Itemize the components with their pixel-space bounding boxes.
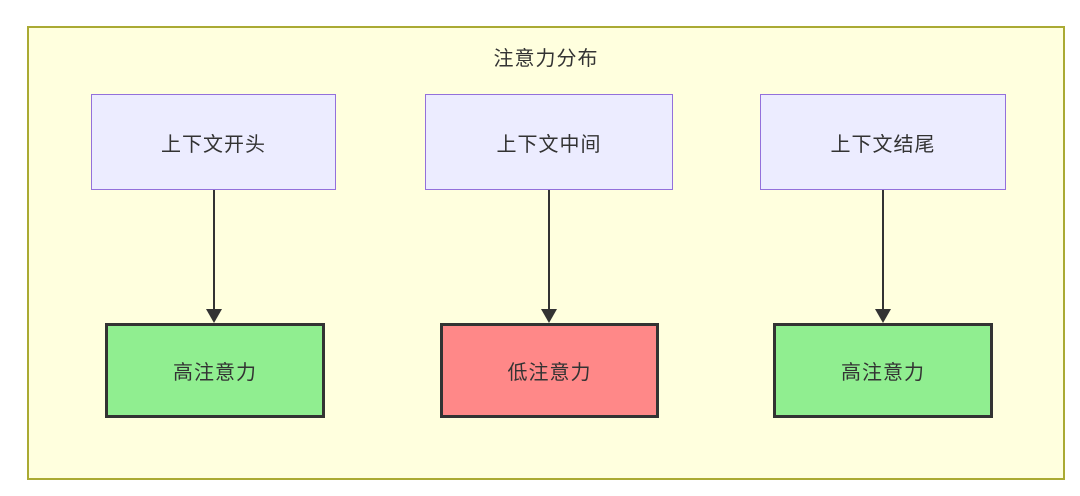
node-label: 高注意力 <box>173 362 257 384</box>
node-high-attention-2: 高注意力 <box>773 323 993 418</box>
node-high-attention-1: 高注意力 <box>105 323 325 418</box>
node-label: 上下文中间 <box>496 133 602 156</box>
node-label: 低注意力 <box>507 362 592 384</box>
node-context-end: 上下文结尾 <box>760 94 1006 190</box>
node-context-beginning: 上下文开头 <box>91 94 336 190</box>
node-label: 上下文结尾 <box>830 133 936 156</box>
attention-distribution-diagram: 注意力分布 上下文开头 高注意力 上下文中间 低注意力 上下文结尾 高注意力 <box>27 26 1065 480</box>
arrow-down-icon <box>206 190 222 323</box>
arrow-down-icon <box>541 190 557 323</box>
arrow-down-icon <box>875 190 891 323</box>
arrow-head <box>541 309 557 323</box>
node-low-attention: 低注意力 <box>440 323 659 418</box>
arrow-head <box>875 309 891 323</box>
node-label: 上下文开头 <box>161 133 266 156</box>
node-context-middle: 上下文中间 <box>425 94 673 190</box>
arrow-head <box>206 309 222 323</box>
diagram-title: 注意力分布 <box>493 48 599 70</box>
node-label: 高注意力 <box>841 362 925 384</box>
